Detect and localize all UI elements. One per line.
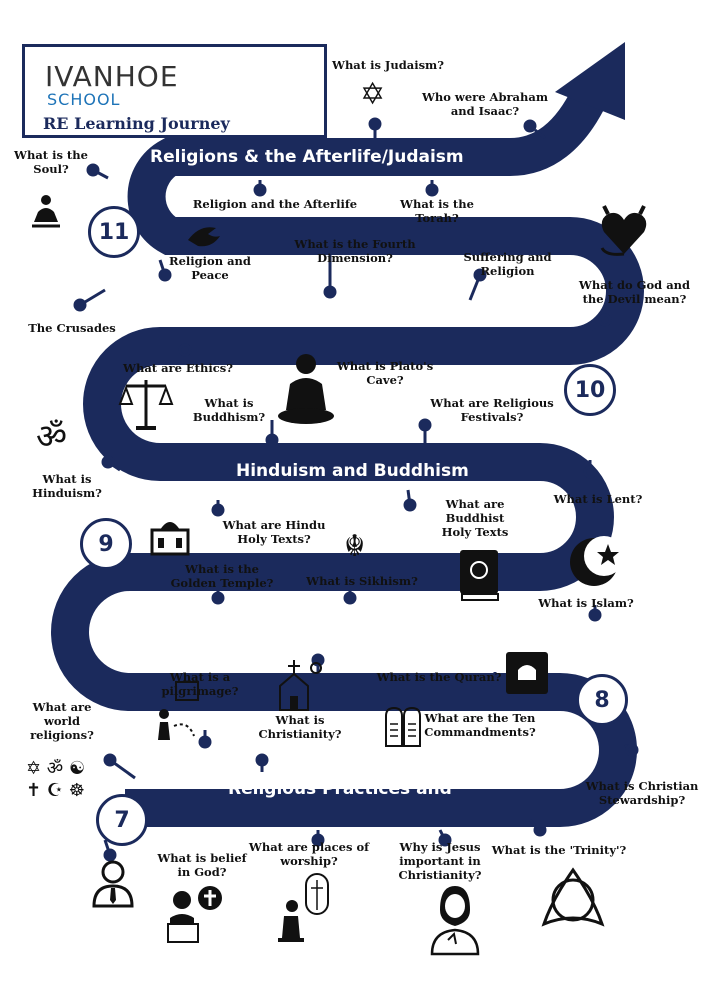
topic-quran: What is the Quran? [376, 670, 502, 684]
buddha-icon [278, 354, 334, 424]
khanda-icon: ☬ [344, 529, 366, 564]
year-badge-9: 9 [80, 518, 132, 570]
world-religions-icon: ✡ ॐ ☯ ✝ ☪ ☸ [26, 758, 86, 801]
topic-fourth-dimension: What is the Fourth Dimension? [294, 237, 416, 265]
golden-temple-icon [150, 522, 190, 556]
church-icon [279, 660, 322, 711]
topic-god-devil: What do God and the Devil mean? [578, 278, 691, 306]
topic-christianity: What is Christianity? [258, 713, 342, 741]
topic-hindu-texts: What are Hindu Holy Texts? [222, 518, 326, 546]
jesus-icon [430, 886, 480, 956]
topic-belief-god: What is belief in God? [157, 851, 247, 879]
heart-devil-icon [600, 205, 647, 256]
school-name: IVANHOE [45, 60, 179, 93]
trinity-icon [541, 867, 605, 927]
quran-icon [506, 652, 548, 694]
topic-judaism: What is Judaism? [332, 58, 444, 72]
topic-islam: What is Islam? [538, 596, 634, 610]
crescent-icon [570, 536, 624, 586]
topic-world-religions: What are world religions? [30, 700, 94, 742]
topic-plato: What is Plato's Cave? [336, 359, 434, 387]
band-year-10: Religion Ethics & Conflict [242, 304, 484, 324]
person-tie-icon [92, 860, 134, 908]
topic-buddhist-texts: What are Buddhist Holy Texts [441, 497, 509, 539]
topic-afterlife: Religion and the Afterlife [192, 197, 358, 211]
topic-trinity: What is the 'Trinity'? [491, 843, 627, 857]
scales-icon [118, 380, 174, 430]
topic-suffering: Suffering and Religion [463, 250, 552, 278]
road-path [51, 86, 644, 827]
school-logo: IVANHOE SCHOOL RE Learning Journey [22, 44, 327, 138]
topic-soul: What is the Soul? [14, 148, 88, 176]
band-year-7: Religious Practices and [228, 779, 452, 799]
reader-cross-icon [167, 886, 222, 943]
topic-festivals: What are Religious Festivals? [430, 396, 554, 424]
topic-crusades: The Crusades [28, 321, 116, 335]
pilgrimage-icon [158, 681, 199, 740]
tablets-icon [385, 706, 421, 747]
year-badge-11: 11 [88, 206, 140, 258]
star-of-david-icon: ✡ [360, 77, 386, 112]
topic-buddhism: What is Buddhism? [192, 396, 266, 424]
topic-jesus: Why is Jesus important in Christianity? [398, 840, 482, 882]
topic-sikhism: What is Sikhism? [306, 574, 418, 588]
praying-worship-icon [278, 873, 329, 942]
topic-stewardship: What is Christian Stewardship? [585, 779, 699, 807]
band-year-9: Hinduism and Buddhism [236, 461, 469, 481]
dove-icon [188, 227, 220, 247]
topic-torah: What is the Torah? [400, 197, 474, 225]
topic-lent: What is Lent? [553, 492, 643, 506]
year-badge-7: 7 [96, 794, 148, 846]
topic-peace: Religion and Peace [169, 254, 251, 282]
school-sub: SCHOOL [47, 90, 121, 109]
year-badge-10: 10 [564, 364, 616, 416]
band-year-8: Islam and Sikhism [284, 620, 459, 640]
topic-hinduism: What is Hinduism? [32, 472, 102, 500]
band-year-11: Religions & the Afterlife/Judaism [150, 147, 464, 167]
topic-pilgrimage: What is a pilgrimage? [161, 670, 239, 698]
journey-title: RE Learning Journey [43, 114, 230, 133]
holy-book-icon [460, 550, 499, 601]
meditation-icon [32, 195, 60, 228]
topic-abraham: Who were Abraham and Isaac? [421, 90, 548, 118]
topic-ethics: What are Ethics? [123, 361, 233, 375]
topic-places-worship: What are places of worship? [248, 840, 370, 868]
road-arrowhead [555, 42, 625, 120]
om-icon: ॐ [36, 417, 68, 457]
topic-ten-commandments: What are the Ten Commandments? [424, 711, 536, 739]
topic-golden-temple: What is the Golden Temple? [170, 562, 274, 590]
year-badge-8: 8 [576, 674, 628, 726]
